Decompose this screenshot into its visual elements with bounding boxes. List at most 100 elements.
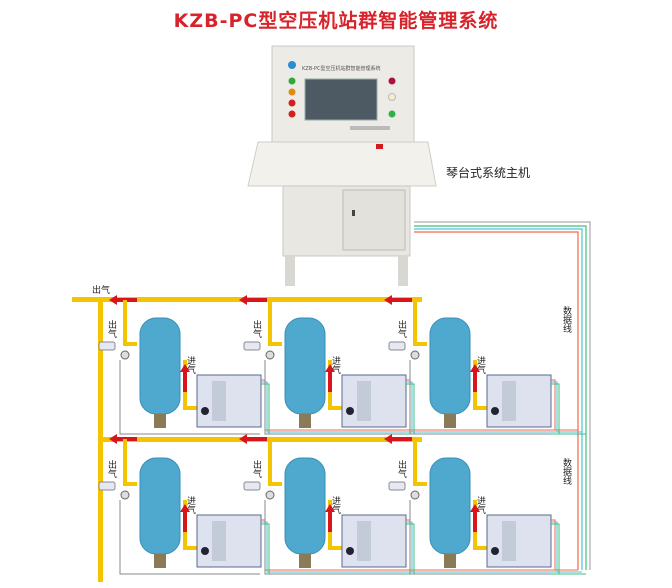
touch-screen[interactable] [304, 78, 378, 121]
inlet-label: 进气 [475, 356, 486, 374]
flow-arrow-head [109, 295, 117, 305]
air-compressor [196, 514, 262, 568]
tank-leg [299, 554, 311, 568]
data-line [414, 231, 579, 570]
data-line [551, 519, 578, 571]
inlet-label: 进气 [185, 496, 196, 514]
data-line-label: 数据线 [561, 457, 572, 485]
screen-caption: KZB-PC型空压机站群智能管理系统 [302, 65, 380, 72]
flow-arrow-head [109, 434, 117, 444]
pressure-gauge-icon [410, 350, 420, 360]
inlet-label: 进气 [330, 496, 341, 514]
console-host: KZB-PC型空压机站群智能管理系统 [247, 45, 437, 286]
branch-pipe [268, 439, 272, 483]
compressor-fan-icon [491, 407, 499, 415]
valve-icon [98, 481, 116, 491]
pressure-gauge-icon [120, 490, 130, 500]
valve-icon [243, 481, 261, 491]
air-tank [429, 457, 471, 555]
branch-pipe [123, 439, 127, 483]
data-line [414, 225, 587, 570]
flow-arrow [328, 510, 332, 532]
valve-icon [243, 341, 261, 351]
compressor-fan-icon [491, 547, 499, 555]
flow-arrow [473, 510, 477, 532]
signal-line [264, 360, 405, 435]
flow-arrow-head [180, 364, 190, 372]
branch-pipe [413, 482, 427, 486]
tank-leg [444, 414, 456, 428]
air-tank [429, 317, 471, 415]
door-lock-icon [352, 210, 355, 216]
flow-arrow-head [180, 504, 190, 512]
signal-line [119, 500, 260, 575]
data-line [551, 521, 582, 573]
flow-arrow-head [470, 364, 480, 372]
data-line-gray [414, 221, 591, 570]
valve-icon [98, 341, 116, 351]
compressor-fan-icon [201, 547, 209, 555]
flow-arrow [473, 370, 477, 392]
pressure-gauge-icon [265, 490, 275, 500]
branch-pipe [123, 300, 127, 344]
flow-arrow [183, 510, 187, 532]
air-compressor [196, 374, 262, 428]
valve-icon [388, 481, 406, 491]
signal-line [409, 500, 550, 575]
signal-line [264, 500, 405, 575]
inlet-label: 进气 [475, 496, 486, 514]
outlet-label: 出气 [251, 459, 262, 478]
air-tank [139, 317, 181, 415]
compressor-panel [212, 381, 226, 421]
air-compressor [486, 514, 552, 568]
air-tank [139, 457, 181, 555]
flow-arrow-head [384, 295, 392, 305]
air-compressor [341, 374, 407, 428]
branch-pipe [413, 439, 417, 483]
indicator-light-green [288, 77, 296, 85]
inlet-label: 进气 [185, 356, 196, 374]
flow-arrow-head [325, 504, 335, 512]
compressor-fan-icon [346, 407, 354, 415]
flow-arrow-head [384, 434, 392, 444]
compressor-panel [357, 381, 371, 421]
outlet-label: 出气 [396, 319, 407, 338]
console-leg [285, 256, 295, 286]
branch-pipe [268, 342, 282, 346]
data-line [551, 379, 578, 431]
branch-pipe [413, 300, 417, 344]
branch-pipe [268, 482, 282, 486]
compressor-fan-icon [201, 407, 209, 415]
signal-line [409, 360, 550, 435]
compressor-fan-icon [346, 547, 354, 555]
pressure-gauge-icon [120, 350, 130, 360]
air-tank [284, 457, 326, 555]
branch-pipe [123, 482, 137, 486]
indicator-light-red [288, 99, 296, 107]
indicator-light-orange [288, 88, 296, 96]
air-compressor [486, 374, 552, 428]
data-line [406, 521, 582, 573]
indicator-light-red [288, 110, 296, 118]
compressor-panel [357, 521, 371, 561]
indicator-light-crimson [388, 77, 396, 85]
flow-arrow-head [470, 504, 480, 512]
compressor-panel [212, 521, 226, 561]
emergency-stop-button[interactable] [376, 144, 383, 149]
cabinet-door[interactable] [342, 189, 406, 251]
outlet-main-label: 出气 [92, 284, 110, 296]
data-line-label: 数据线 [561, 305, 572, 333]
flow-arrow-head [239, 434, 247, 444]
data-line [406, 381, 582, 433]
signal-line [119, 360, 260, 435]
pressure-gauge-icon [265, 350, 275, 360]
tank-leg [444, 554, 456, 568]
pressure-gauge-icon [410, 490, 420, 500]
flow-arrow [328, 370, 332, 392]
indicator-light-white [388, 93, 396, 101]
tank-leg [154, 554, 166, 568]
tank-leg [299, 414, 311, 428]
page-title: KZB-PC型空压机站群智能管理系统 [173, 10, 499, 32]
air-compressor [341, 514, 407, 568]
